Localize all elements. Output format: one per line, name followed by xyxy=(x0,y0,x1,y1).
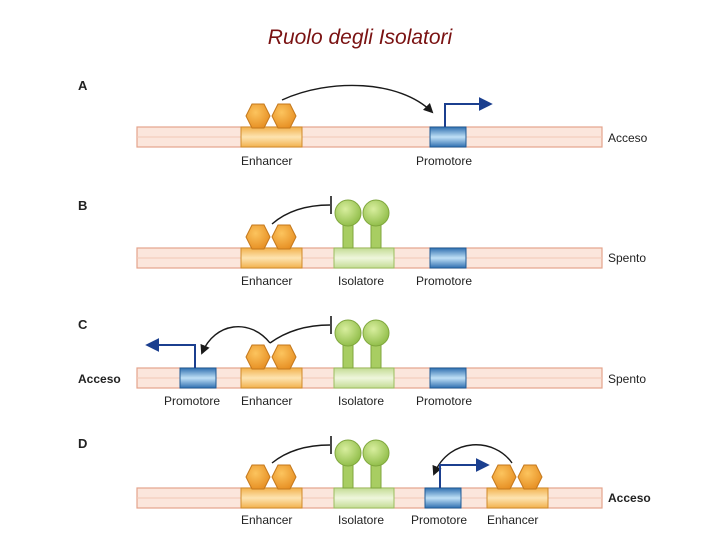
transcription-arrow xyxy=(444,97,493,127)
insulator-block xyxy=(333,487,395,509)
insulator-protein xyxy=(334,199,390,249)
label-enhancer: Enhancer xyxy=(241,394,292,408)
enhancer-protein xyxy=(245,224,297,250)
panel-d: D Enhancer Isolatore Promotore En xyxy=(78,436,651,527)
state-right: Acceso xyxy=(608,491,651,505)
enhancer-block xyxy=(240,247,303,269)
label-promoter: Promotore xyxy=(416,274,472,288)
blocked-arrow xyxy=(269,324,331,344)
label-insulator: Isolatore xyxy=(338,513,384,527)
panel-letter-c: C xyxy=(78,317,88,332)
enhancer-right-protein xyxy=(491,464,543,490)
panel-b: B Enhancer Isolatore Promotore Spento xyxy=(78,196,646,288)
label-promoter: Promotore xyxy=(416,154,472,168)
insulator-block xyxy=(333,247,395,269)
insulator-protein xyxy=(334,439,390,489)
blocked-arrow xyxy=(271,444,331,464)
label-enhancer-right: Enhancer xyxy=(487,513,538,527)
enhancer-block xyxy=(240,126,303,148)
label-promoter: Promotore xyxy=(416,394,472,408)
insulator-block xyxy=(333,367,395,389)
label-insulator: Isolatore xyxy=(338,274,384,288)
label-enhancer: Enhancer xyxy=(241,513,292,527)
state-right: Acceso xyxy=(608,131,648,145)
panel-letter-a: A xyxy=(78,78,88,93)
label-promoter-left: Promotore xyxy=(164,394,220,408)
label-promoter: Promotore xyxy=(411,513,467,527)
label-enhancer: Enhancer xyxy=(241,154,292,168)
label-enhancer: Enhancer xyxy=(241,274,292,288)
enhancer-right-block xyxy=(486,487,549,509)
activation-arrow xyxy=(432,444,513,476)
promoter-block xyxy=(429,247,467,269)
enhancer-block xyxy=(240,487,303,509)
state-right: Spento xyxy=(608,372,646,386)
enhancer-protein xyxy=(245,344,297,370)
panel-c: C Acceso Promotore Enhancer Isolatore Pr… xyxy=(78,316,646,408)
promoter-block xyxy=(429,126,467,148)
blocked-arrow xyxy=(271,204,331,225)
transcription-arrow-left xyxy=(145,338,196,368)
panel-letter-b: B xyxy=(78,198,87,213)
activation-arrow xyxy=(281,84,434,114)
enhancer-block xyxy=(240,367,303,389)
panel-letter-d: D xyxy=(78,436,87,451)
state-left: Acceso xyxy=(78,372,121,386)
promoter-block xyxy=(429,367,467,389)
slide-title: Ruolo degli Isolatori xyxy=(267,26,453,49)
promoter-block xyxy=(424,487,462,509)
activation-arrow xyxy=(200,325,271,355)
panel-a: A Enhancer Promotore Acceso xyxy=(78,78,648,168)
state-right: Spento xyxy=(608,251,646,265)
enhancer-protein xyxy=(245,464,297,490)
transcription-arrow xyxy=(439,458,490,488)
promoter-left-block xyxy=(179,367,217,389)
insulator-protein xyxy=(334,319,390,369)
enhancer-protein xyxy=(245,103,297,129)
label-insulator: Isolatore xyxy=(338,394,384,408)
